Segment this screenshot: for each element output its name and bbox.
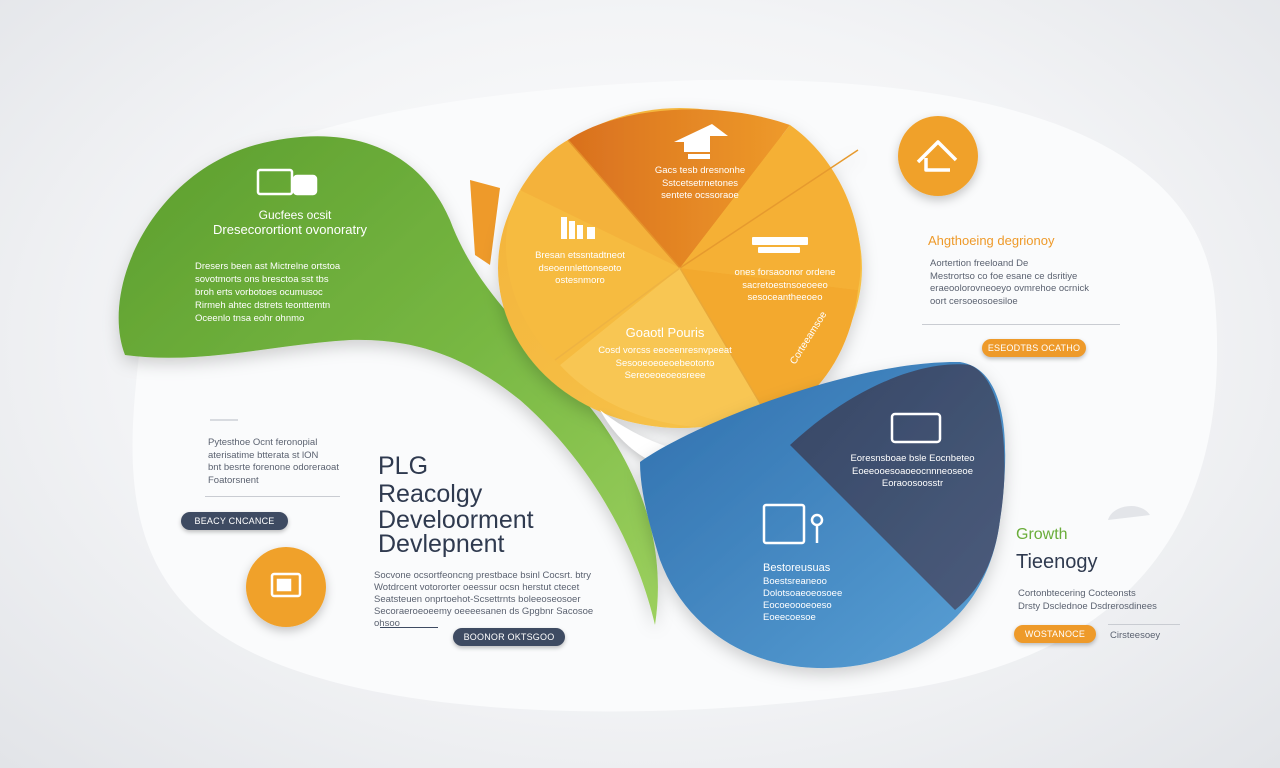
decor-cloud <box>1108 505 1150 520</box>
folder-icon <box>270 572 302 598</box>
right-bottom-rule <box>1108 624 1180 625</box>
blue-card-top-text: Eoresnsboae bsle Eocnbeteo Eoeeooesoaoeo… <box>840 453 985 491</box>
right-bottom-text: Cortonbtecering Cocteonsts Drsty Dscledn… <box>1018 588 1178 613</box>
center-title-line4: Devlepnent <box>378 530 505 558</box>
monitor-icon <box>890 412 942 444</box>
house-icon <box>674 124 728 159</box>
right-top-text: Aortertion freeloand De Mestrortso co fo… <box>930 258 1120 308</box>
pie-bottom-text: Cosd vorcss eeoeenresnvpeeat Sesooeoeoeo… <box>590 345 740 383</box>
left-block-text: Pytesthoe Ocnt feronopial aterisatime bt… <box>208 437 348 487</box>
right-top-line: eraeoolorovneoeyo ovmrehoe ocrnick <box>930 283 1089 294</box>
center-body-line: Seatsteuen onprtoehot-Scsettrnts boleeos… <box>374 594 581 605</box>
blue-card-top-line: Eoresnsboae bsle Eocnbeteo <box>850 453 975 464</box>
left-block-button[interactable]: BEACY CNCANCE <box>181 512 288 530</box>
right-bottom-title-line2: Tieenogy <box>1016 551 1098 573</box>
left-block-line: Pytesthoe Ocnt feronopial <box>208 437 318 448</box>
green-card-body-line: broh erts vorbotoes ocumusoc <box>195 287 323 298</box>
left-block-rule <box>205 496 340 497</box>
right-top-button[interactable]: ESEODTBS OCATHO <box>982 339 1086 357</box>
pie-top-line: sentete ocssoraoe <box>661 190 739 201</box>
right-top-line: oort cersoeosoesiloe <box>930 295 1018 307</box>
tablet-icon <box>762 503 824 545</box>
right-bottom-line: Cortonbtecering Cocteonsts <box>1018 588 1136 599</box>
right-top-line: Mestrortso co foe esane ce dsritiye <box>930 270 1078 282</box>
center-body-line: Secoraeroeoeemy oeeeesanen ds Gpgbnr Sac… <box>374 606 594 629</box>
pie-right-line: ones forsaoonor ordene <box>734 267 836 278</box>
green-card-body-line: Dresers been ast Mictrelne ortstoa <box>195 261 341 272</box>
right-bottom-side-label: Cirsteesoey <box>1110 630 1161 641</box>
center-body-rule <box>380 627 438 628</box>
blue-card-title: Bestoreusuas <box>763 562 831 574</box>
pie-right-text: ones forsaoonor ordene sacretoestnsoeoee… <box>730 267 840 305</box>
center-body-line: Wotdrcent votororter oeessur ocsn herstu… <box>374 582 580 593</box>
blue-card <box>640 361 1006 669</box>
center-body-button[interactable]: BOONOR OKTSGOO <box>453 628 565 646</box>
monitor-icon <box>256 168 318 196</box>
right-bottom-title-line1: Growth <box>1016 526 1068 543</box>
center-title-line1: PLG <box>378 452 429 480</box>
pie-left-line: ostesnmoro <box>555 275 605 286</box>
pie-left-text: Bresan etssntadtneot dseoennlettonseoto … <box>525 250 635 288</box>
green-card-body: Dresers been ast Mictrelne ortstoa sovot… <box>195 260 380 325</box>
blue-card-text: Boestsreaneoo Dolotsoaeoeosoee Eocoeoooe… <box>763 576 873 624</box>
right-top-circle <box>898 116 978 196</box>
center-body: Socvone ocsortfeoncng prestbace bsinl Co… <box>374 570 614 630</box>
blue-card-line: Eocoeoooeoeso <box>763 600 832 611</box>
green-card-title: Dresecorortiont ovonoratry <box>213 222 367 237</box>
pie-bottom-line: Sereoeoeoeosreee <box>624 370 706 381</box>
pie-bottom-title: Goaotl Pouris <box>625 325 705 340</box>
center-title-line2: Reacolgy <box>378 480 483 508</box>
blue-card-top-line: Eoeeooesoaoeocnnneoseoe <box>852 465 973 477</box>
bar-chart-icon <box>561 217 595 239</box>
left-block-line: bnt besrte forenone odoreraoat <box>208 462 339 473</box>
house-icon <box>916 140 958 172</box>
pie-bottom-line: Sesooeoeoeoebeotorto <box>615 357 715 369</box>
center-body-line: Socvone ocsortfeoncng prestbace bsinl Co… <box>374 570 592 581</box>
pie-left-line: Bresan etssntadtneot <box>535 250 625 261</box>
green-card-body-line: sovotmorts ons bresctoa sst tbs <box>195 274 329 285</box>
center-title-line3: Develoorment <box>378 506 534 534</box>
green-card-body-line: Oceenlo tnsa eohr ohnmo <box>195 313 305 324</box>
green-card-body-line: Rirmeh ahtec dstrets teonttemtn <box>195 300 331 311</box>
pie-right-line: sesoceantheeoeo <box>747 292 823 303</box>
right-bottom-button[interactable]: WOSTANOCE <box>1014 625 1096 643</box>
right-top-line: Aortertion freeloand De <box>930 258 1029 269</box>
pie-bottom-line: Cosd vorcss eeoeenresnvpeeat <box>598 345 732 356</box>
right-bottom-line: Drsty Dsclednoe Dsdrerosdinees <box>1018 600 1157 612</box>
green-card-subtitle: Gucfees ocsit <box>258 208 332 222</box>
right-top-rule <box>922 324 1120 325</box>
blue-card-line: Boestsreaneoo <box>763 576 827 587</box>
pie-top-line: Sstcetsetrnetones <box>661 177 739 189</box>
left-block-line: aterisatime btterata st lON <box>208 449 319 461</box>
orange-pie <box>498 108 862 428</box>
pie-right-line: sacretoestnsoeoeeo <box>742 279 828 291</box>
left-block-line: Foatorsnent <box>208 474 259 486</box>
right-top-title: Ahgthoeing degrionoy <box>928 233 1055 248</box>
blue-card-line: Eoeecoesoe <box>763 612 816 623</box>
pie-top-line: Gacs tesb dresnonhe <box>654 165 746 176</box>
green-card <box>118 136 658 625</box>
laptop-icon <box>752 237 808 253</box>
blue-card-top-line: Eoraoosoosstr <box>881 478 944 489</box>
pie-left-line: dseoennlettonseoto <box>538 262 622 274</box>
pie-top-text: Gacs tesb dresnonhe Sstcetsetrnetones se… <box>640 165 760 203</box>
green-card-highlight <box>470 180 500 265</box>
blue-card-line: Dolotsoaeoeosoee <box>763 588 843 599</box>
